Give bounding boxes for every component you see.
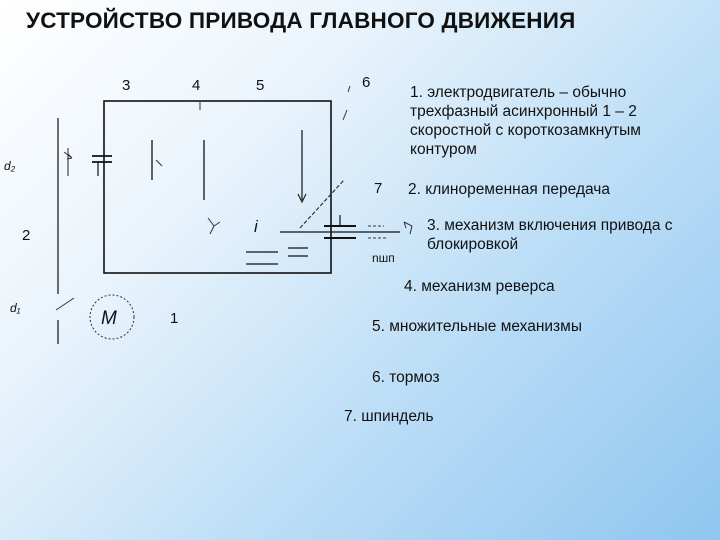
label-d1: d₁ (10, 301, 21, 315)
tick-6a (342, 109, 348, 121)
label-nsp: nшп (372, 251, 395, 265)
legend-item-1: 1. электродвигатель – обычно трехфазный … (410, 84, 641, 158)
legend-item-4: 4. механизм реверса (404, 278, 555, 295)
ratio-arrow (207, 217, 221, 235)
legend-item-5: 5. множительные механизмы (372, 318, 582, 335)
legend-item-6: 6. тормоз (372, 369, 440, 386)
motor-circle (89, 294, 135, 340)
label-motor: M (101, 308, 117, 329)
spindle-rotation-arrow (403, 221, 413, 235)
label-ratio: i (254, 217, 259, 236)
label-1: 1 (170, 310, 178, 327)
label-6: 6 (362, 74, 370, 91)
tick-6b (347, 85, 351, 93)
legend-item-7: 7. шпиндель (344, 408, 434, 425)
label-d2: d₂ (4, 159, 16, 173)
label-5: 5 (256, 77, 264, 94)
legend-item-2: 2. клиноременная передача (408, 181, 610, 198)
diagonal-line (299, 179, 345, 229)
arrow-4 (155, 159, 163, 167)
label-7: 7 (374, 180, 382, 197)
brake-arrow (297, 193, 307, 204)
legend-item-3: 3. механизм включения привода с блокиров… (427, 217, 673, 253)
label-2: 2 (22, 227, 30, 244)
page-title: УСТРОЙСТВО ПРИВОДА ГЛАВНОГО ДВИЖЕНИЯ (26, 8, 576, 33)
motor-shaft (55, 297, 75, 311)
drive-frame (103, 100, 332, 274)
label-3: 3 (122, 77, 130, 94)
label-4: 4 (192, 77, 200, 94)
d2-arrow (63, 151, 73, 160)
